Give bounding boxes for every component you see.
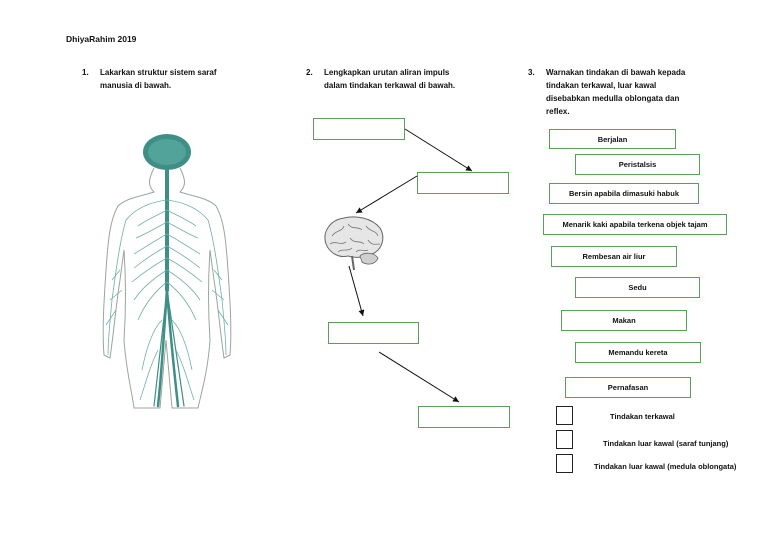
action-pernafasan[interactable]: Pernafasan (565, 377, 691, 398)
action-label: Menarik kaki apabila terkena objek tajam (562, 220, 708, 229)
question-3-line-1: Warnakan tindakan di bawah kepada (546, 68, 686, 77)
action-label: Rembesan air liur (582, 252, 646, 261)
question-2-line-2: dalam tindakan terkawal di bawah. (324, 81, 456, 90)
action-label: Sedu (628, 283, 647, 292)
action-label: Peristalsis (618, 160, 657, 169)
arrow-4 (378, 351, 460, 403)
legend-box-terkawal[interactable] (556, 406, 573, 425)
action-makan[interactable]: Makan (561, 310, 687, 331)
arrow-1 (404, 128, 473, 172)
action-sedu[interactable]: Sedu (575, 277, 700, 298)
legend-box-medula-oblongata[interactable] (556, 454, 573, 473)
question-3-number: 3. (528, 68, 535, 77)
action-berjalan[interactable]: Berjalan (549, 129, 676, 149)
action-rembesan-air-liur[interactable]: Rembesan air liur (551, 246, 677, 267)
action-memandu-kereta[interactable]: Memandu kereta (575, 342, 701, 363)
action-label: Berjalan (597, 134, 628, 144)
question-2: 2. Lengkapkan urutan aliran impuls dalam… (306, 66, 506, 96)
action-label: Makan (612, 316, 636, 325)
nervous-system-illustration (102, 134, 232, 409)
question-3: 3. Warnakan tindakan di bawah kepada tin… (528, 66, 728, 122)
action-menarik-kaki[interactable]: Menarik kaki apabila terkena objek tajam (543, 214, 727, 235)
question-3-line-2: tindakan terkawal, luar kawal (546, 81, 657, 90)
legend-text-terkawal: Tindakan terkawal (610, 412, 675, 421)
brain-image (324, 216, 384, 271)
question-1: 1. Lakarkan struktur sistem saraf manusi… (82, 66, 282, 96)
question-1-number: 1. (82, 68, 89, 77)
flow-box-2[interactable] (417, 172, 509, 194)
legend-text-medula-oblongata: Tindakan luar kawal (medula oblongata) (594, 462, 737, 471)
flow-box-4[interactable] (418, 406, 510, 428)
question-1-line-1: Lakarkan struktur sistem saraf (100, 68, 217, 77)
arrow-3 (348, 265, 365, 317)
legend-box-saraf-tunjang[interactable] (556, 430, 573, 449)
arrow-2 (355, 175, 418, 214)
question-1-line-2: manusia di bawah. (100, 81, 172, 90)
action-peristalsis[interactable]: Peristalsis (575, 154, 700, 175)
question-2-line-1: Lengkapkan urutan aliran impuls (324, 68, 450, 77)
action-bersin[interactable]: Bersin apabila dimasuki habuk (549, 183, 699, 204)
question-3-line-3: disebabkan medulla oblongata dan (546, 94, 680, 103)
action-label: Bersin apabila dimasuki habuk (568, 189, 680, 198)
flow-box-1[interactable] (313, 118, 405, 140)
flow-box-3[interactable] (328, 322, 419, 344)
author-label: DhiyaRahim 2019 (66, 34, 137, 44)
question-3-line-4: reflex. (546, 107, 570, 116)
legend-text-saraf-tunjang: Tindakan luar kawal (saraf tunjang) (603, 439, 729, 448)
action-label: Pernafasan (607, 383, 649, 392)
action-label: Memandu kereta (608, 348, 668, 357)
question-2-number: 2. (306, 68, 313, 77)
